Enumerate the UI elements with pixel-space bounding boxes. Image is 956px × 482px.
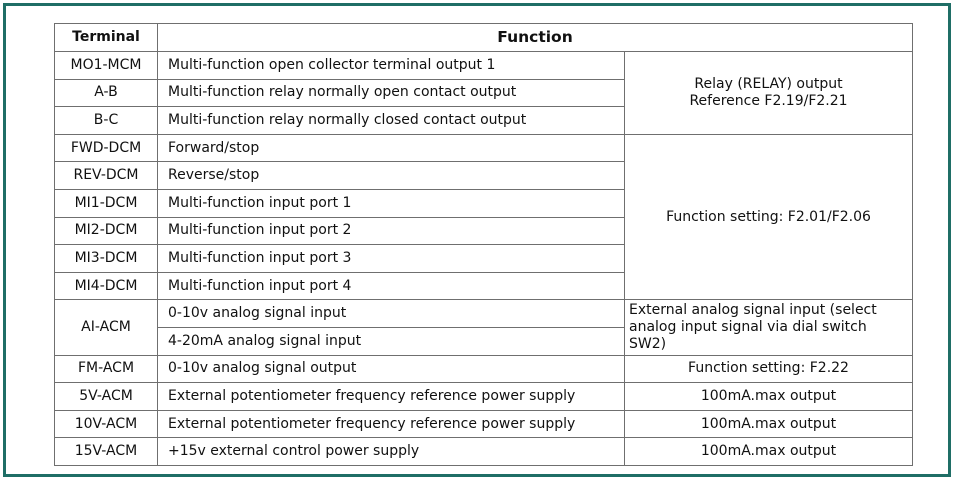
table-row: REV-DCM Reverse/stop bbox=[54, 161, 913, 190]
terminal-cell: 15V-ACM bbox=[54, 437, 158, 466]
terminal-cell: FM-ACM bbox=[54, 354, 158, 384]
table-row: MI3-DCM Multi-function input port 3 bbox=[54, 244, 913, 273]
description-cell: +15v external control power supply bbox=[157, 437, 625, 466]
terminal-cell: REV-DCM bbox=[54, 161, 158, 190]
terminal-cell: 5V-ACM bbox=[54, 382, 158, 411]
terminal-cell: AI-ACM bbox=[54, 299, 158, 356]
description-cell: Multi-function relay normally open conta… bbox=[157, 78, 625, 108]
description-cell: Multi-function input port 4 bbox=[157, 271, 625, 301]
header-function: Function bbox=[156, 23, 914, 52]
description-cell: 0-10v analog signal input bbox=[157, 299, 625, 328]
description-cell: Multi-function relay normally closed con… bbox=[157, 106, 625, 135]
table-row: A-B Multi-function relay normally open c… bbox=[54, 78, 913, 108]
table-row: FM-ACM 0-10v analog signal output Functi… bbox=[54, 354, 914, 384]
header-terminal: Terminal bbox=[54, 23, 158, 52]
description-cell: External potentiometer frequency referen… bbox=[157, 409, 625, 439]
terminal-cell: MO1-MCM bbox=[54, 51, 158, 80]
description-cell: 0-10v analog signal output bbox=[157, 354, 625, 384]
table-row: MO1-MCM Multi-function open collector te… bbox=[54, 51, 914, 135]
description-cell: 4-20mA analog signal input bbox=[157, 326, 625, 356]
max-output-note: 100mA.max output bbox=[623, 382, 914, 411]
description-cell: External potentiometer frequency referen… bbox=[157, 382, 625, 411]
table-row: FWD-DCM Forward/stop Function setting: F… bbox=[54, 133, 914, 301]
table-row: AI-ACM 0-10v analog signal input Externa… bbox=[54, 299, 914, 356]
max-output-note: 100mA.max output bbox=[623, 437, 914, 466]
description-cell: Forward/stop bbox=[157, 133, 625, 163]
table-row: MI1-DCM Multi-function input port 1 bbox=[54, 188, 913, 218]
relay-note-line-1: Relay (RELAY) output bbox=[694, 75, 843, 92]
table-header-row: Terminal Function bbox=[54, 23, 914, 52]
relay-output-note: Relay (RELAY) output Reference F2.19/F2.… bbox=[623, 51, 914, 135]
terminal-cell: MI2-DCM bbox=[54, 216, 158, 246]
table-row: 4-20mA analog signal input bbox=[55, 326, 913, 356]
terminal-cell: FWD-DCM bbox=[54, 133, 158, 163]
analog-note-line-1: External analog signal input (select bbox=[629, 301, 877, 318]
terminal-function-table: Terminal Function MO1-MCM Multi-function… bbox=[54, 23, 914, 466]
table-row: B-C Multi-function relay normally closed… bbox=[54, 106, 913, 135]
table-row: MI2-DCM Multi-function input port 2 bbox=[54, 216, 913, 246]
table-row: 15V-ACM +15v external control power supp… bbox=[54, 437, 914, 466]
description-cell: Reverse/stop bbox=[157, 161, 625, 190]
description-cell: Multi-function input port 3 bbox=[157, 244, 625, 273]
terminal-cell: MI3-DCM bbox=[54, 244, 158, 273]
terminal-cell: B-C bbox=[54, 106, 158, 135]
page-frame: Terminal Function MO1-MCM Multi-function… bbox=[3, 3, 951, 477]
description-cell: Multi-function open collector terminal o… bbox=[157, 51, 625, 80]
fm-function-setting-note: Function setting: F2.22 bbox=[623, 354, 914, 384]
table-row: 5V-ACM External potentiometer frequency … bbox=[54, 382, 914, 411]
max-output-note: 100mA.max output bbox=[623, 409, 914, 439]
terminal-cell: 10V-ACM bbox=[54, 409, 158, 439]
relay-note-line-2: Reference F2.19/F2.21 bbox=[689, 92, 848, 109]
analog-input-note: External analog signal input (select ana… bbox=[623, 299, 914, 356]
terminal-cell: MI1-DCM bbox=[54, 188, 158, 218]
terminal-cell: A-B bbox=[54, 78, 158, 108]
terminal-cell: MI4-DCM bbox=[54, 271, 158, 301]
input-function-setting-note: Function setting: F2.01/F2.06 bbox=[623, 133, 914, 301]
description-cell: Multi-function input port 2 bbox=[157, 216, 625, 246]
description-cell: Multi-function input port 1 bbox=[157, 188, 625, 218]
analog-note-line-2: analog input signal via dial switch SW2) bbox=[629, 318, 867, 352]
table-row: 10V-ACM External potentiometer frequency… bbox=[54, 409, 914, 439]
table-row: MI4-DCM Multi-function input port 4 bbox=[54, 271, 913, 301]
